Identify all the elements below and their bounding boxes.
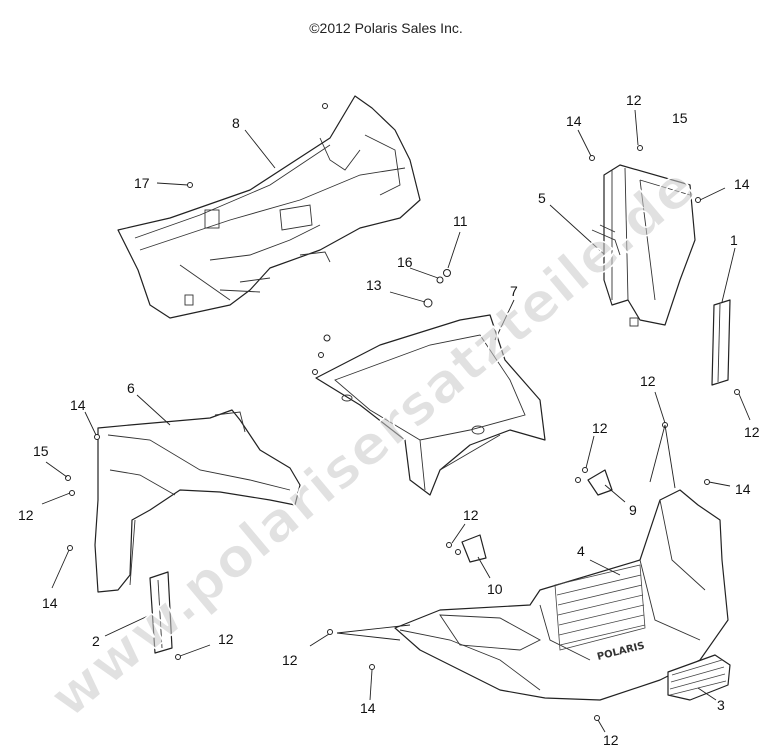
callout-14: 14 bbox=[360, 700, 376, 716]
callout-14: 14 bbox=[735, 481, 751, 497]
callout-12: 12 bbox=[744, 424, 760, 440]
callout-8: 8 bbox=[232, 115, 240, 131]
part-6-fender bbox=[94, 409, 301, 593]
callout-12: 12 bbox=[282, 652, 298, 668]
callout-12: 12 bbox=[592, 420, 608, 436]
callout-12: 12 bbox=[603, 732, 619, 748]
callout-15: 15 bbox=[672, 110, 688, 126]
callout-14: 14 bbox=[42, 595, 58, 611]
callout-7: 7 bbox=[510, 283, 518, 299]
part-1-trim-strip bbox=[711, 299, 731, 386]
callout-12: 12 bbox=[218, 631, 234, 647]
part-4-front-bumper: POLARIS bbox=[394, 489, 729, 701]
callout-11: 11 bbox=[453, 213, 468, 229]
callout-10: 10 bbox=[487, 581, 503, 597]
callout-12: 12 bbox=[640, 373, 656, 389]
callout-14: 14 bbox=[734, 176, 750, 192]
bumper-grille bbox=[554, 564, 646, 651]
callout-12: 12 bbox=[626, 92, 642, 108]
part-2-bracket bbox=[149, 571, 173, 654]
part-5-side-panel bbox=[591, 164, 696, 327]
callout-15: 15 bbox=[33, 443, 49, 459]
copyright-notice: ©2012 Polaris Sales Inc. bbox=[309, 20, 463, 36]
callout-2: 2 bbox=[92, 633, 100, 649]
part-9-bracket bbox=[587, 469, 613, 496]
callout-12: 12 bbox=[463, 507, 479, 523]
callout-labels: 8 17 11 16 13 7 14 12 15 14 5 1 12 6 14 … bbox=[18, 92, 760, 748]
leader-lines bbox=[41, 109, 751, 733]
part-10-bracket bbox=[461, 534, 487, 563]
callout-6: 6 bbox=[127, 380, 135, 396]
callout-1: 1 bbox=[730, 232, 738, 248]
callout-16: 16 bbox=[397, 254, 413, 270]
part-8-cowl-panel bbox=[117, 95, 421, 319]
callout-9: 9 bbox=[629, 502, 637, 518]
callout-3: 3 bbox=[717, 697, 725, 713]
callout-14: 14 bbox=[566, 113, 582, 129]
callout-17: 17 bbox=[134, 175, 150, 191]
part-3-mesh-grille bbox=[667, 654, 731, 701]
part-7-hood bbox=[315, 314, 546, 496]
callout-4: 4 bbox=[577, 543, 585, 559]
callout-14: 14 bbox=[70, 397, 86, 413]
callout-5: 5 bbox=[538, 190, 546, 206]
callout-13: 13 bbox=[366, 277, 382, 293]
callout-12: 12 bbox=[18, 507, 34, 523]
fasteners bbox=[65, 103, 740, 721]
